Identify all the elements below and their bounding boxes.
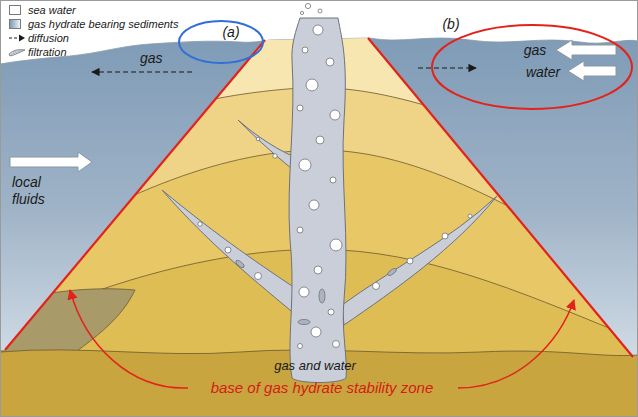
fluid-flow-arrow	[10, 152, 92, 172]
gas-bubbles	[299, 287, 309, 297]
legend-swatch	[9, 5, 21, 15]
callout-ellipse: (a)	[176, 19, 266, 67]
legend-sample	[14, 52, 16, 54]
ellipse-outline	[432, 25, 632, 109]
diffusion-arrow	[92, 68, 476, 72]
gas-bubbles	[326, 58, 334, 66]
gas-bubbles	[333, 341, 340, 348]
flow-label: water	[526, 64, 560, 80]
gas-bubbles	[313, 25, 323, 35]
gas-bubbles	[328, 309, 334, 315]
gas-bubbles	[311, 327, 321, 337]
gas-bubbles	[297, 105, 303, 111]
gas-bubbles	[330, 239, 342, 251]
gas-bubbles	[273, 154, 277, 158]
gas-bubbles	[299, 159, 311, 171]
fluid-flow-arrow	[556, 40, 616, 60]
diffusion-arrow	[418, 67, 476, 68]
legend-sample	[19, 50, 21, 52]
gas-bubbles	[298, 320, 310, 325]
legend-text: diffusion	[28, 32, 69, 45]
mud-conduit	[289, 18, 346, 383]
ellipse-outline	[179, 21, 263, 63]
gas-bubbles	[316, 136, 324, 144]
gas-bubbles	[387, 267, 398, 276]
flow-label: gas	[524, 42, 547, 58]
legend-text: sea water	[28, 4, 76, 17]
legend-text: filtration	[28, 46, 67, 59]
callout-label: (b)	[442, 16, 459, 32]
leader-arrow	[458, 300, 574, 388]
gas-bubbles	[297, 227, 303, 233]
base-of-stability-zone-line	[368, 38, 633, 357]
gas-bubbles	[309, 200, 319, 210]
gas-bubbles	[314, 266, 322, 274]
gas-bubbles	[306, 79, 318, 91]
mud-conduit	[162, 18, 497, 383]
legend-row: filtration	[8, 46, 198, 59]
legend-sample	[8, 46, 26, 58]
legend-row: diffusion	[8, 32, 198, 45]
callout-label: (a)	[222, 24, 239, 40]
leader-arrow	[70, 290, 574, 388]
gas-bubbles	[468, 214, 472, 218]
bottom-layer	[0, 350, 638, 417]
gas-bubbles	[330, 110, 340, 120]
gas-bubbles	[235, 259, 246, 269]
legend-row: gas hydrate bearing sediments	[8, 18, 198, 31]
callout-ellipse: (b) gas water	[425, 14, 636, 114]
diffusion-arrow	[92, 71, 192, 72]
flow-label: gas	[140, 50, 163, 67]
gas-bubbles	[198, 3, 472, 348]
base-of-stability-zone-line	[5, 40, 265, 350]
legend-swatch	[9, 19, 21, 29]
gas-bubbles	[256, 137, 260, 141]
legend-sample	[19, 35, 25, 42]
leader-arrow	[70, 290, 188, 388]
gas-bubbles	[255, 273, 262, 280]
gas-bubbles	[305, 3, 310, 8]
fluid-flow-arrow	[10, 40, 616, 172]
flow-label: gas and water	[274, 358, 356, 374]
gas-bubbles	[300, 11, 303, 14]
gas-bubbles	[298, 344, 303, 349]
gas-bubbles	[302, 47, 308, 53]
gas-bubbles	[319, 289, 325, 303]
mud-conduit	[342, 196, 497, 325]
ellipse-outline	[176, 19, 266, 67]
gas-bubbles	[330, 177, 336, 183]
gas-bubbles	[442, 233, 448, 239]
gas-bubbles	[225, 247, 231, 253]
legend-row: sea water	[8, 4, 198, 17]
flow-label: local fluids	[12, 174, 70, 208]
gas-bubbles	[373, 283, 380, 290]
legend-sample	[9, 37, 20, 38]
legend-text: gas hydrate bearing sediments	[28, 18, 178, 31]
mud-conduit	[162, 190, 298, 315]
mud-volcano-cone	[0, 289, 135, 356]
gas-bubbles	[318, 9, 322, 13]
bottom-layer	[0, 350, 638, 417]
gas-bubbles	[407, 258, 413, 264]
legend-sample	[8, 32, 26, 44]
fluid-flow-arrow	[568, 61, 616, 81]
gas-bubbles	[198, 222, 202, 226]
legend-sample	[9, 50, 25, 56]
zone-caption: base of gas hydrate stability zone	[211, 379, 434, 397]
